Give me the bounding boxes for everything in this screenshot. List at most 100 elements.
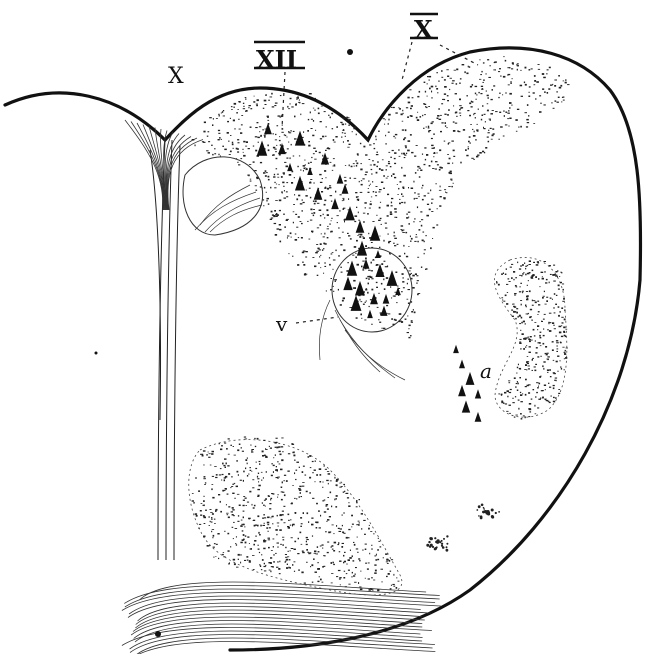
stipple-dot — [557, 276, 558, 277]
stipple-dot — [221, 139, 222, 140]
stipple-dot — [415, 198, 417, 199]
stipple-dot — [277, 177, 279, 178]
stipple-dot — [523, 415, 525, 416]
stipple-dot — [526, 119, 529, 121]
stipple-dot — [245, 535, 247, 536]
stipple-dot — [247, 536, 249, 537]
stipple-dot — [410, 134, 412, 136]
stipple-dot — [559, 332, 562, 334]
stipple-dot — [307, 130, 309, 132]
stipple-dot — [344, 561, 346, 563]
stipple-dot — [404, 253, 405, 255]
stipple-dot — [426, 154, 428, 156]
stipple-dot — [277, 125, 279, 126]
stipple-dot — [223, 116, 225, 117]
stipple-dot — [280, 469, 283, 471]
stipple-dot — [518, 400, 520, 401]
stipple-dot — [296, 198, 298, 200]
stipple-dot — [326, 504, 328, 505]
stipple-dot — [240, 480, 242, 481]
stipple-dot — [553, 307, 554, 308]
stipple-dot — [431, 97, 433, 98]
stipple-dot — [347, 497, 349, 498]
stipple-dot — [491, 99, 493, 100]
stipple-dot — [417, 241, 418, 243]
stipple-dot — [510, 83, 512, 84]
stipple-dot — [521, 317, 523, 319]
stipple-dot — [335, 136, 337, 138]
stipple-dot — [222, 554, 224, 555]
stipple-dot — [543, 319, 545, 320]
stipple-dot — [273, 147, 275, 149]
stipple-dot — [556, 346, 558, 347]
stipple-dot — [367, 213, 369, 214]
stipple-dot — [401, 193, 402, 195]
stipple-dot — [543, 361, 545, 362]
stipple-dot — [431, 138, 433, 139]
stipple-dot — [381, 224, 383, 225]
stipple-dot — [239, 444, 241, 446]
stipple-dot — [406, 217, 408, 219]
stipple-dot — [232, 493, 234, 494]
stipple-dot — [263, 172, 266, 174]
stipple-dot — [509, 392, 512, 393]
stipple-dot — [294, 138, 297, 139]
stipple-dot — [336, 126, 338, 128]
stipple-dot — [420, 170, 422, 172]
stipple-dot — [273, 457, 274, 458]
stipple-dot — [270, 97, 273, 98]
stipple-dot — [371, 169, 373, 170]
stipple-dot — [309, 477, 311, 479]
stipple-dot — [327, 226, 328, 227]
stipple-dot — [353, 560, 355, 561]
stipple-dot — [336, 495, 338, 497]
stipple-dot — [329, 223, 330, 224]
stipple-dot — [274, 182, 275, 183]
stipple-dot — [538, 386, 539, 387]
stipple-dot — [324, 204, 326, 206]
stipple-dot — [514, 293, 517, 294]
stipple-dot — [310, 220, 312, 221]
stipple-dot — [509, 382, 511, 383]
stipple-dot — [437, 118, 439, 120]
stipple-dot — [394, 152, 396, 154]
stipple-dot — [234, 483, 235, 484]
stipple-dot — [340, 304, 342, 306]
stipple-dot — [218, 133, 220, 134]
stipple-dot — [560, 282, 562, 283]
stipple-dot — [537, 314, 538, 315]
dot-marker — [347, 49, 353, 55]
stipple-dot — [554, 328, 556, 329]
stipple-dot — [520, 126, 522, 128]
stipple-dot — [539, 286, 540, 287]
stipple-dot — [310, 182, 312, 184]
stipple-dot — [316, 474, 318, 476]
stipple-dot — [210, 521, 211, 522]
stipple-dot — [405, 319, 407, 320]
stipple-dot — [303, 512, 304, 514]
stipple-dot — [386, 169, 387, 170]
stipple-dot — [428, 128, 430, 129]
stipple-dot — [385, 119, 386, 120]
stipple-dot — [320, 182, 323, 183]
stipple-dot — [388, 119, 389, 121]
stipple-dot — [483, 127, 484, 129]
stipple-dot — [352, 572, 353, 574]
stipple-dot — [214, 148, 216, 149]
stipple-dot — [414, 218, 415, 219]
stipple-dot — [259, 463, 260, 465]
stipple-dot — [317, 546, 318, 548]
stipple-dot — [314, 159, 316, 160]
stipple-dot — [218, 130, 220, 131]
stipple-dot — [468, 148, 469, 150]
stipple-dot — [277, 497, 278, 498]
stipple-dot — [334, 142, 336, 143]
stipple-dot — [427, 83, 428, 84]
stipple-dot — [355, 567, 357, 568]
stipple-dot — [202, 455, 204, 457]
stipple-dot — [507, 390, 510, 392]
stipple-dot — [535, 98, 537, 99]
stipple-dot — [305, 168, 306, 169]
stipple-dot — [332, 562, 334, 564]
stipple-dot — [535, 302, 537, 304]
